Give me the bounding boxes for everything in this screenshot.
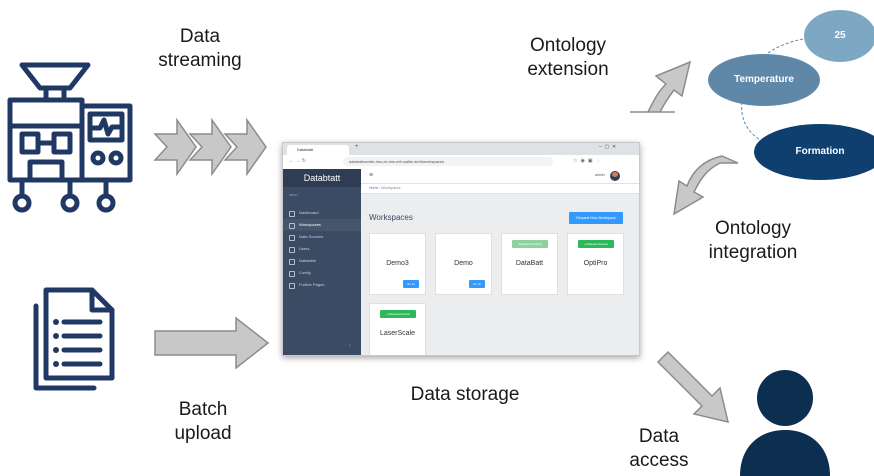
- sidebar-item-label: Workspaces: [299, 222, 321, 227]
- data-streaming-label: Data streaming: [158, 26, 242, 71]
- stream-arrow-2: [188, 117, 232, 177]
- formation-node-label: Formation: [795, 146, 845, 157]
- ontology-extension-label: Ontology extension: [527, 35, 609, 80]
- sidebar-item-label: Further Pages: [299, 282, 325, 287]
- browser-url-bar: ← → ↻ databattcenter-ims.dv-ims.mfr-aalb…: [283, 155, 639, 170]
- sidebar-item-dashboard[interactable]: Dashboard: [283, 207, 361, 219]
- breadcrumb-current: / Workspaces: [379, 186, 401, 190]
- request-pending-button[interactable]: Request Pending: [512, 240, 548, 248]
- app-header: ≡ admin: [361, 169, 639, 184]
- request-new-workspace-button[interactable]: Request New Workspace: [569, 212, 623, 224]
- page-title: Workspaces: [369, 213, 413, 222]
- sidebar-item-workspaces[interactable]: Workspaces: [283, 219, 361, 231]
- formation-node: [754, 124, 874, 180]
- menu-caption: MENU: [289, 193, 298, 197]
- request-access-button[interactable]: + Request Access: [380, 310, 416, 318]
- user-name: admin: [595, 173, 605, 177]
- workspace-name: OptiPro: [583, 260, 608, 267]
- browser-extensions-icon[interactable]: ☆◉▣⋮: [573, 158, 604, 164]
- sidebar-item-users[interactable]: Users: [283, 243, 361, 255]
- browser-tab[interactable]: Databtatt: [287, 145, 349, 155]
- table-icon: [289, 259, 295, 265]
- batch-upload-arrow: [154, 316, 270, 370]
- app-sidebar: Databtatt MENU Dashboard Workspaces Data…: [283, 169, 361, 355]
- value-node-label: 25: [834, 30, 846, 41]
- data-access-label: Data access: [629, 426, 689, 471]
- chevron-left-icon[interactable]: ‹: [349, 343, 351, 349]
- ontology-graph: [708, 10, 874, 180]
- workspace-card: Request Pending DataBatt: [501, 233, 558, 295]
- go-to-button[interactable]: Go To: [469, 280, 485, 288]
- workspace-name: Demo3: [386, 260, 409, 267]
- workspace-card: + Request Access OptiPro: [567, 233, 624, 295]
- ontology-integration-label: Ontology integration: [708, 218, 798, 263]
- ontology-integration-arrow: [673, 155, 739, 216]
- sidebar-item-config[interactable]: Config: [283, 267, 361, 279]
- breadcrumb-home[interactable]: Home: [369, 186, 379, 190]
- avatar[interactable]: [610, 171, 620, 181]
- browser-tab-bar: Databtatt + – ▢ ✕: [283, 143, 639, 155]
- home-icon: [289, 223, 295, 229]
- stream-arrow-3: [223, 117, 267, 177]
- streaming-arrows: [153, 117, 267, 177]
- sidebar-item-data-sources[interactable]: Data Sources: [283, 231, 361, 243]
- stream-arrow-1: [153, 117, 197, 177]
- workspace-name: Demo: [454, 260, 473, 267]
- pages-icon: [289, 283, 295, 289]
- sidebar-item-label: Datatable: [299, 258, 317, 263]
- menu-icon[interactable]: ≡: [369, 172, 374, 179]
- sidebar-item-label: Config: [299, 270, 311, 275]
- data-storage-label: Data storage: [410, 384, 520, 405]
- workspace-name: DataBatt: [515, 260, 544, 267]
- nav-arrows-icon[interactable]: ← → ↻: [289, 158, 306, 164]
- edge-temperature-formation: [741, 101, 761, 141]
- sidebar-item-label: Users: [299, 246, 310, 251]
- browser-window: Databtatt + – ▢ ✕ ← → ↻ databattcenter-i…: [282, 142, 640, 356]
- window-controls-icon[interactable]: – ▢ ✕: [599, 144, 617, 150]
- production-machine-icon: [7, 62, 133, 213]
- dashboard-icon: [289, 211, 295, 217]
- user-icon: [289, 247, 295, 253]
- workspace-card: Demo3 Go To: [369, 233, 426, 295]
- sidebar-item-datatable[interactable]: Datatable: [283, 255, 361, 267]
- document-icon: [33, 287, 115, 391]
- temperature-node: [708, 54, 820, 106]
- ontology-extension-arrow: [630, 60, 692, 113]
- breadcrumb: Home / Workspaces: [361, 184, 639, 194]
- address-input[interactable]: databattcenter-ims.dv-ims.mfr-aalbe.de/#…: [343, 157, 553, 166]
- database-icon: [289, 235, 295, 241]
- data-access-arrow: [656, 350, 730, 424]
- go-to-button[interactable]: Go To: [403, 280, 419, 288]
- new-tab-icon[interactable]: +: [355, 144, 359, 150]
- value-node: [804, 10, 874, 62]
- app-main: ≡ admin Home / Workspaces Workspaces Req…: [361, 169, 639, 355]
- gear-icon: [289, 271, 295, 277]
- workspace-card: + Request Access LaserScale: [369, 303, 426, 355]
- person-icon: [740, 370, 830, 476]
- sidebar-item-label: Data Sources: [299, 234, 324, 239]
- request-access-button[interactable]: + Request Access: [578, 240, 614, 248]
- sidebar-item-label: Dashboard: [299, 210, 319, 215]
- temperature-node-label: Temperature: [734, 74, 794, 85]
- app-brand: Databtatt: [283, 169, 361, 187]
- workspace-card: Demo Go To: [435, 233, 492, 295]
- sidebar-item-further-pages[interactable]: Further Pages: [283, 279, 361, 291]
- batch-upload-label: Batch upload: [174, 399, 232, 444]
- workspace-name: LaserScale: [379, 330, 416, 337]
